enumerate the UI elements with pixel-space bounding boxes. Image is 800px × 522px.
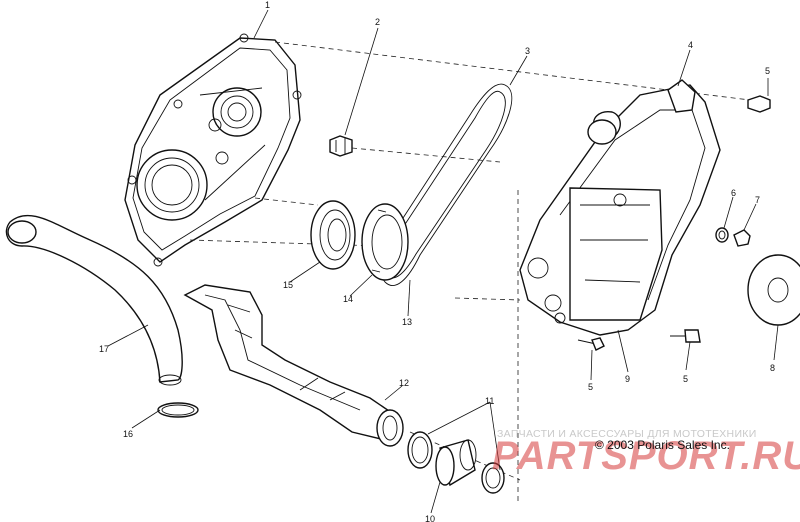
copyright-notice: © 2003 Polaris Sales Inc. [595,438,730,452]
bolt-part-2 [329,135,353,157]
seal-part-14 [361,203,409,281]
callout-6: 6 [731,188,736,198]
callout-9: 9 [625,374,630,384]
bolt-part-5-right [670,329,701,343]
bolt-part-5-left [577,337,605,351]
outlet-duct-part-12 [183,284,404,447]
inner-clutch-cover [124,33,302,267]
callout-1: 1 [265,0,270,10]
bolt-part-5-top [747,95,771,113]
leader-lines [107,9,779,514]
watermark-logo: PARTSPORT.RU [492,434,800,478]
callout-3: 3 [525,46,530,56]
callout-5-right: 5 [683,374,688,384]
intake-duct-part-17 [5,214,183,386]
clamp-part-11-right [481,462,505,494]
callout-10: 10 [425,514,435,522]
clamp-part-11-left [407,431,433,469]
outer-clutch-cover [519,79,721,336]
plug-part-7 [733,229,751,247]
callout-8: 8 [770,363,775,373]
callout-13: 13 [402,317,412,327]
callout-5-top: 5 [765,66,770,76]
callout-14: 14 [343,294,353,304]
callout-11: 11 [485,396,494,406]
sleeve-part-10 [435,439,477,487]
seal-part-15 [310,200,356,270]
callout-5-left: 5 [588,382,593,392]
washer-part-6 [715,227,729,243]
watermark-tagline: ЗАПЧАСТИ И АКСЕССУАРЫ ДЛЯ МОТОТЕХНИКИ [497,428,757,440]
callout-2: 2 [375,17,380,27]
callout-7: 7 [755,195,760,205]
gasket-part-8 [747,254,800,326]
callout-15: 15 [283,280,293,290]
callout-17: 17 [99,344,109,354]
callout-4: 4 [688,40,693,50]
callout-labels: 1 2 3 4 5 6 7 8 9 5 5 12 11 10 13 14 15 … [99,0,775,522]
hose-clamp-part-16 [157,402,199,418]
callout-12: 12 [399,378,409,388]
callout-16: 16 [123,429,133,439]
